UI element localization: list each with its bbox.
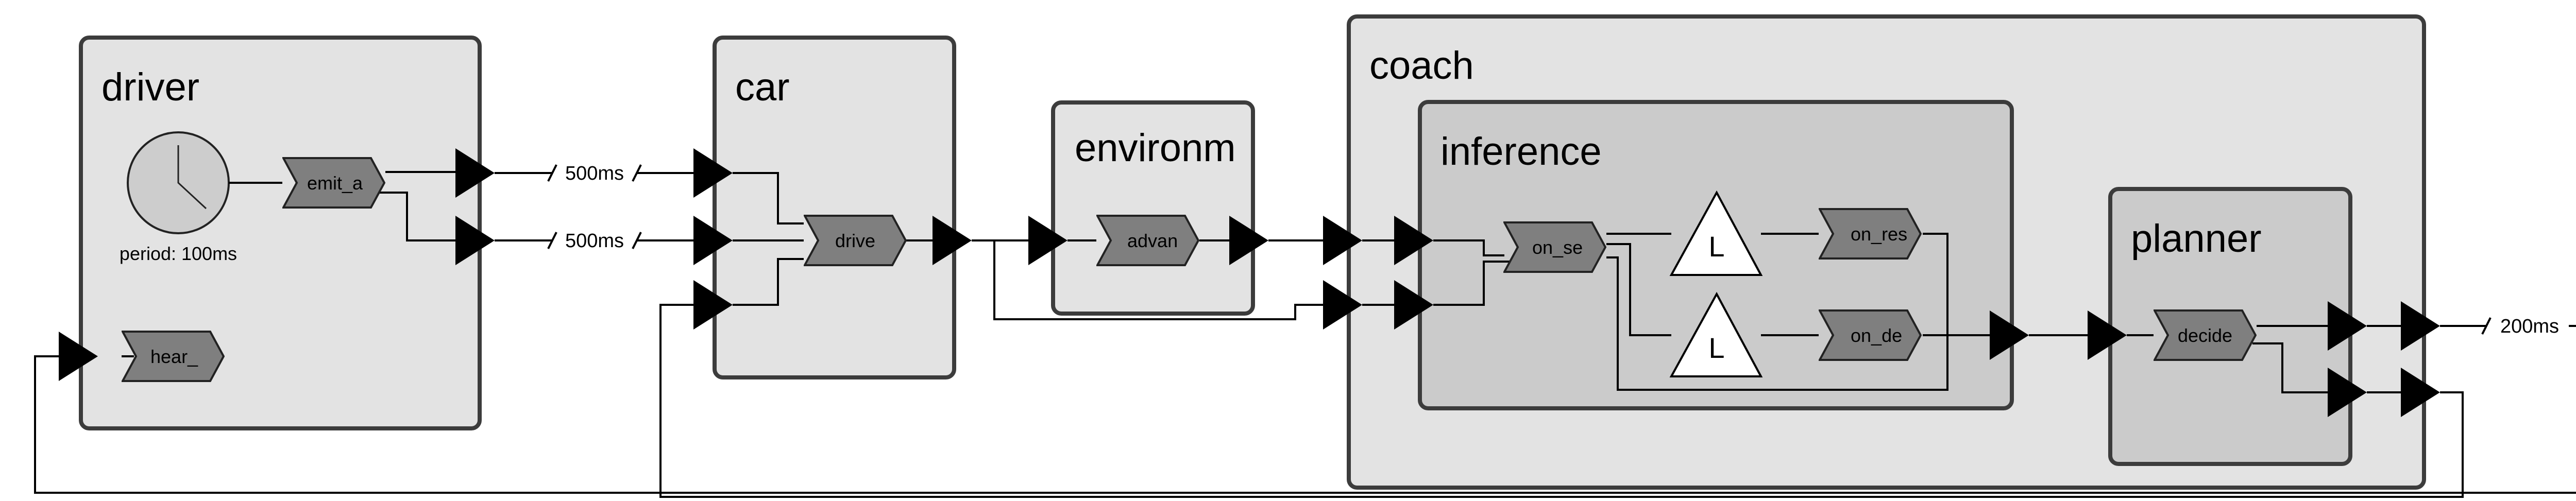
connections <box>34 171 2576 498</box>
driver-output-port-lower[interactable] <box>455 216 495 265</box>
reaction-drive[interactable]: drive <box>804 215 907 266</box>
driver-hear-input-port[interactable] <box>59 332 98 381</box>
planner-input-port[interactable] <box>2088 310 2127 360</box>
reaction-on-sensor-label: on_se <box>1532 237 1583 258</box>
reaction-decide-label: decide <box>2178 325 2232 346</box>
car-input-port-middle[interactable] <box>693 216 733 265</box>
delay-label-upper: 500ms <box>565 163 624 184</box>
inference-input-port-lower[interactable] <box>1394 280 1433 330</box>
clock-hands <box>177 145 207 210</box>
reaction-on-result-label: on_res <box>1851 223 1907 245</box>
car-reactor[interactable] <box>713 36 956 379</box>
coach-title: coach <box>1369 44 1474 88</box>
reaction-emit[interactable]: emit_a <box>282 157 385 209</box>
reaction-advance[interactable]: advan <box>1096 215 1199 266</box>
planner-title: planner <box>2131 217 2262 261</box>
reaction-on-sensor[interactable]: on_se <box>1503 221 1606 273</box>
car-input-port-lower[interactable] <box>693 280 733 330</box>
planner-output-port-lower[interactable] <box>2328 368 2367 417</box>
delay-label-lower: 500ms <box>565 230 624 252</box>
logical-action-2[interactable] <box>1669 291 1763 377</box>
environment-title: environm <box>1075 126 1236 170</box>
reaction-on-result[interactable]: on_res <box>1819 208 1922 260</box>
inference-input-port-upper[interactable] <box>1394 216 1433 265</box>
environment-output-port[interactable] <box>1229 216 1268 265</box>
logical-action-1-label: L <box>1708 230 1724 263</box>
reaction-drive-label: drive <box>835 230 875 251</box>
delay-markers <box>547 164 2492 335</box>
environment-reactor[interactable]: environm <box>1051 100 1255 316</box>
environment-input-port[interactable] <box>1028 216 1067 265</box>
logical-action-2-label: L <box>1708 332 1724 364</box>
reaction-advance-label: advan <box>1127 230 1178 251</box>
reaction-hear[interactable]: hear_ <box>122 331 225 382</box>
planner-output-port-upper[interactable] <box>2328 301 2367 351</box>
delay-label-planner: 200ms <box>2500 316 2559 337</box>
car-input-port-upper[interactable] <box>693 148 733 198</box>
coach-input-port-lower[interactable] <box>1323 280 1362 330</box>
coach-input-port-upper[interactable] <box>1323 216 1362 265</box>
inference-output-port[interactable] <box>1990 310 2029 360</box>
reaction-decide[interactable]: decide <box>2154 309 2257 361</box>
inference-title: inference <box>1440 130 1602 174</box>
reaction-hear-label: hear_ <box>150 346 198 367</box>
ports <box>59 148 2440 417</box>
coach-output-port-lower[interactable] <box>2401 368 2440 417</box>
car-output-port[interactable] <box>933 216 972 265</box>
timer-period-label: period: 100ms <box>120 243 237 264</box>
reaction-emit-label: emit_a <box>307 172 363 194</box>
logical-action-1[interactable] <box>1669 190 1763 276</box>
car-title: car <box>735 65 790 109</box>
driver-title: driver <box>101 65 199 109</box>
reaction-on-detect-label: on_de <box>1851 325 1902 346</box>
driver-output-port-upper[interactable] <box>455 148 495 198</box>
reaction-on-detect[interactable]: on_de <box>1819 309 1922 361</box>
coach-output-port-upper[interactable] <box>2401 301 2440 351</box>
